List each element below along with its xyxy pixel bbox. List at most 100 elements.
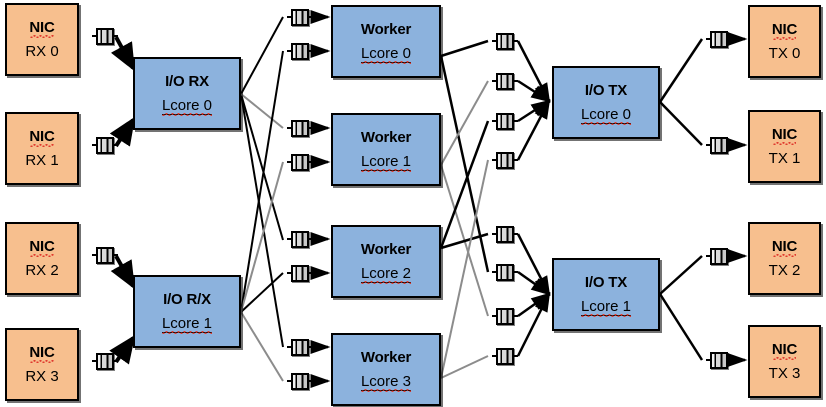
queue-icon-q-worker-2-in-a [287, 231, 313, 248]
node-title: I/O R/X [163, 290, 211, 308]
queue-body [496, 226, 514, 243]
queue-body [291, 43, 309, 60]
node-subtitle-text: Lcore 1 [161, 315, 213, 333]
node-title: NIC [771, 237, 798, 258]
queue-stub-left [287, 127, 292, 129]
queue-icon-q-iotx-0-in-3 [492, 152, 518, 169]
node-io-tx-1[interactable]: I/O TX Lcore 1 [552, 258, 660, 331]
node-subtitle-text: Lcore 0 [360, 45, 412, 63]
queue-body [710, 352, 728, 369]
queue-body [291, 339, 309, 356]
node-subtitle: RX 1 [25, 152, 59, 169]
queue-stub-right [727, 255, 732, 257]
queue-stub-left [706, 38, 711, 40]
queue-icon-q-worker-2-in-b [287, 265, 313, 282]
queue-icon-q-nic-tx-1 [706, 137, 732, 154]
queue-body [291, 154, 309, 171]
queue-body [710, 137, 728, 154]
node-title: NIC [29, 237, 55, 258]
queue-stub-left [492, 315, 497, 317]
node-title: I/O TX [584, 273, 628, 291]
queue-stub-left [492, 120, 497, 122]
queue-icon-q-iotx-0-in-1 [492, 73, 518, 90]
queue-body [291, 231, 309, 248]
queue-stub-right [113, 254, 118, 256]
queue-stub-right [308, 50, 313, 52]
queue-stub-right [513, 159, 518, 161]
wires-queues-to-workers [310, 9, 331, 388]
queue-stub-right [513, 120, 518, 122]
queue-stub-left [287, 380, 292, 382]
node-title: I/O TX [584, 81, 628, 99]
queue-stub-right [113, 35, 118, 37]
queue-stub-right [308, 346, 313, 348]
queue-body [496, 113, 514, 130]
node-subtitle: Lcore 3 [360, 373, 412, 391]
node-subtitle: Lcore 1 [161, 315, 213, 333]
queue-icon-q-worker-3-in-b [287, 373, 313, 390]
node-subtitle-text: Lcore 0 [580, 106, 632, 124]
node-subtitle: Lcore 1 [580, 298, 632, 316]
node-io-rx-1[interactable]: I/O R/X Lcore 1 [133, 275, 241, 348]
node-io-tx-0[interactable]: I/O TX Lcore 0 [552, 66, 660, 139]
queue-stub-right [308, 272, 313, 274]
queue-icon-q-nic-rx-2 [92, 247, 118, 264]
queue-stub-left [492, 40, 497, 42]
queue-stub-right [513, 271, 518, 273]
queue-body [96, 247, 114, 264]
queue-body [710, 31, 728, 48]
queue-stub-right [308, 380, 313, 382]
node-subtitle: TX 2 [768, 262, 801, 279]
queue-stub-left [287, 238, 292, 240]
queue-stub-left [92, 144, 97, 146]
queue-body [96, 28, 114, 45]
wires-nictxqueues-to-nics [727, 31, 748, 367]
queue-stub-right [513, 355, 518, 357]
queue-body [496, 33, 514, 50]
queue-stub-left [492, 159, 497, 161]
queue-stub-left [706, 144, 711, 146]
queue-body [291, 265, 309, 282]
node-subtitle: Lcore 1 [360, 153, 412, 171]
node-subtitle: Lcore 2 [360, 265, 412, 283]
wires-iorx0-fanout-light [240, 93, 284, 129]
queue-icon-q-nic-rx-1 [92, 137, 118, 154]
queue-stub-right [308, 238, 313, 240]
queue-icon-q-worker-1-in-b [287, 154, 313, 171]
node-title: Worker [360, 348, 412, 366]
node-subtitle: TX 3 [768, 365, 801, 382]
queue-body [96, 137, 114, 154]
queue-icon-q-iotx-1-in-1 [492, 264, 518, 281]
node-subtitle: RX 0 [25, 43, 59, 60]
node-title: Worker [360, 20, 412, 38]
wires-iotx-to-nictx [658, 38, 704, 361]
queue-body [496, 264, 514, 281]
wires-iorx1-fanout [240, 50, 284, 313]
wires-worker2-out [439, 120, 490, 250]
queue-stub-right [513, 315, 518, 317]
queue-icon-q-iotx-1-in-2 [492, 308, 518, 325]
node-subtitle: Lcore 0 [360, 45, 412, 63]
wires-worker3-out [440, 159, 489, 379]
queue-stub-left [287, 50, 292, 52]
queue-body [291, 373, 309, 390]
queue-stub-left [492, 355, 497, 357]
queue-stub-right [308, 16, 313, 18]
queue-stub-right [113, 144, 118, 146]
queue-stub-right [308, 127, 313, 129]
wires-iorx0-fanout [240, 16, 284, 348]
node-nic-tx-2[interactable]: NIC TX 2 [748, 222, 821, 295]
